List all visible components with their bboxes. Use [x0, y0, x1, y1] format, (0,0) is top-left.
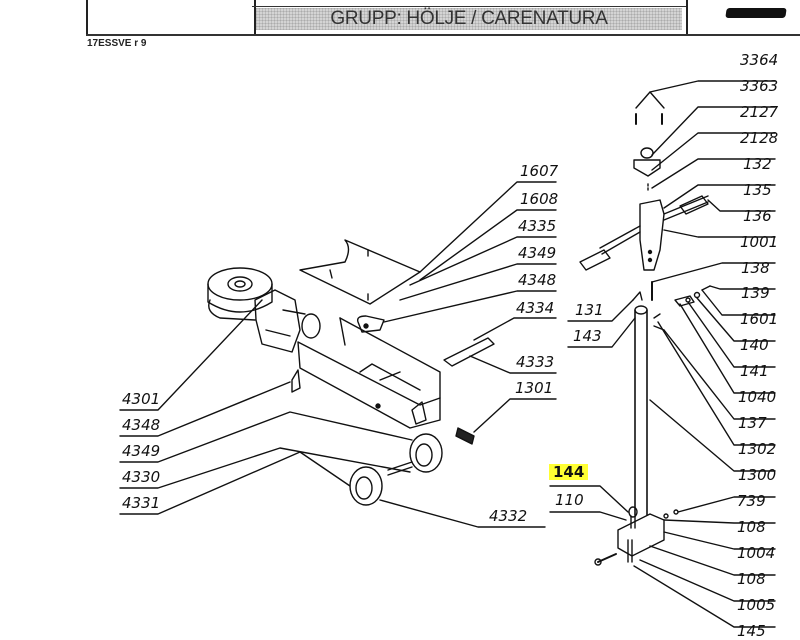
handle-top-parts — [579, 91, 709, 271]
grip-left — [579, 249, 611, 271]
bracket-4334 — [356, 315, 385, 333]
motor-body — [207, 283, 273, 313]
wheel-rear — [409, 433, 443, 473]
steering-column — [632, 281, 711, 516]
callout-1607: 1607 — [520, 162, 559, 180]
callout-135: 135 — [743, 181, 772, 199]
callout-1608: 1608 — [520, 190, 559, 208]
callout-137: 137 — [738, 414, 767, 432]
callout-145: 145 — [737, 622, 766, 640]
gearbox-shaft — [301, 313, 321, 339]
callout-136: 136 — [743, 207, 772, 225]
motor-hub — [227, 276, 253, 292]
pin-pair — [635, 91, 665, 109]
callout-108-second: 108 — [737, 570, 766, 588]
motor-assembly — [207, 267, 321, 353]
bolt-144 — [628, 506, 638, 518]
callout-4349: 4349 — [518, 244, 557, 262]
callout-138: 138 — [741, 259, 770, 277]
callout-1004: 1004 — [737, 544, 776, 562]
callout-739: 739 — [737, 492, 766, 510]
document-code: 17ESSVE r 9 — [87, 38, 147, 49]
handle-arm-right — [663, 195, 709, 215]
callout-4333: 4333 — [516, 353, 555, 371]
handle-head — [639, 199, 665, 271]
callout-110: 110 — [555, 491, 584, 509]
callout-1302: 1302 — [738, 440, 777, 458]
callout-2128: 2128 — [740, 129, 779, 147]
callout-108: 108 — [737, 518, 766, 536]
callout-139: 139 — [741, 284, 770, 302]
callout-1300: 1300 — [738, 466, 777, 484]
callout-4330: 4330 — [122, 468, 161, 486]
handle-arm-left — [599, 225, 641, 255]
clip-131 — [632, 291, 643, 301]
knob-nut — [633, 159, 661, 177]
callout-3363: 3363 — [740, 77, 779, 95]
wheels — [349, 433, 443, 506]
leaders-left-bottom — [119, 299, 546, 528]
bracket-plate — [617, 513, 665, 557]
callout-4349-lower: 4349 — [122, 442, 161, 460]
frame-rail — [297, 341, 441, 429]
header: GRUPP: HÖLJE / CARENATURA 17ESSVE r 9 — [0, 0, 800, 49]
callout-4335: 4335 — [518, 217, 557, 235]
part-1301-handle-grip — [455, 427, 475, 445]
callout-4331: 4331 — [122, 494, 161, 512]
callout-4334: 4334 — [516, 299, 555, 317]
callout-1601: 1601 — [740, 310, 779, 328]
knob — [640, 147, 654, 159]
callout-1301: 1301 — [515, 379, 554, 397]
callout-4348-lower: 4348 — [122, 416, 161, 434]
callout-1040: 1040 — [738, 388, 777, 406]
callout-4332: 4332 — [489, 507, 528, 525]
motor-top — [207, 267, 273, 301]
cover-plate — [299, 239, 421, 305]
leaders-left-top — [383, 181, 557, 433]
callout-131: 131 — [575, 301, 604, 319]
callout-1001: 1001 — [740, 233, 779, 251]
leaders-right — [549, 80, 776, 628]
callout-4301: 4301 — [122, 390, 161, 408]
callout-141: 141 — [740, 362, 769, 380]
gearbox — [254, 289, 301, 353]
callout-1005: 1005 — [737, 596, 776, 614]
callout-143: 143 — [573, 327, 602, 345]
frame-bracket — [291, 369, 301, 393]
callout-132: 132 — [743, 155, 772, 173]
header-divider — [86, 34, 800, 36]
callout-144-highlighted: 144 — [549, 464, 589, 480]
frame-plate-edge — [339, 317, 441, 399]
header-title-top-cell — [252, 0, 686, 7]
callout-140: 140 — [740, 336, 769, 354]
callout-2127: 2127 — [740, 103, 779, 121]
group-title: GRUPP: HÖLJE / CARENATURA — [256, 8, 682, 30]
grip-right — [679, 195, 709, 215]
frame-chassis — [291, 317, 441, 429]
bottom-bracket — [594, 506, 679, 566]
cover-plate-shape — [299, 239, 421, 305]
callout-4348: 4348 — [518, 271, 557, 289]
part-4333-bar — [443, 337, 495, 367]
callout-3364: 3364 — [740, 51, 779, 69]
